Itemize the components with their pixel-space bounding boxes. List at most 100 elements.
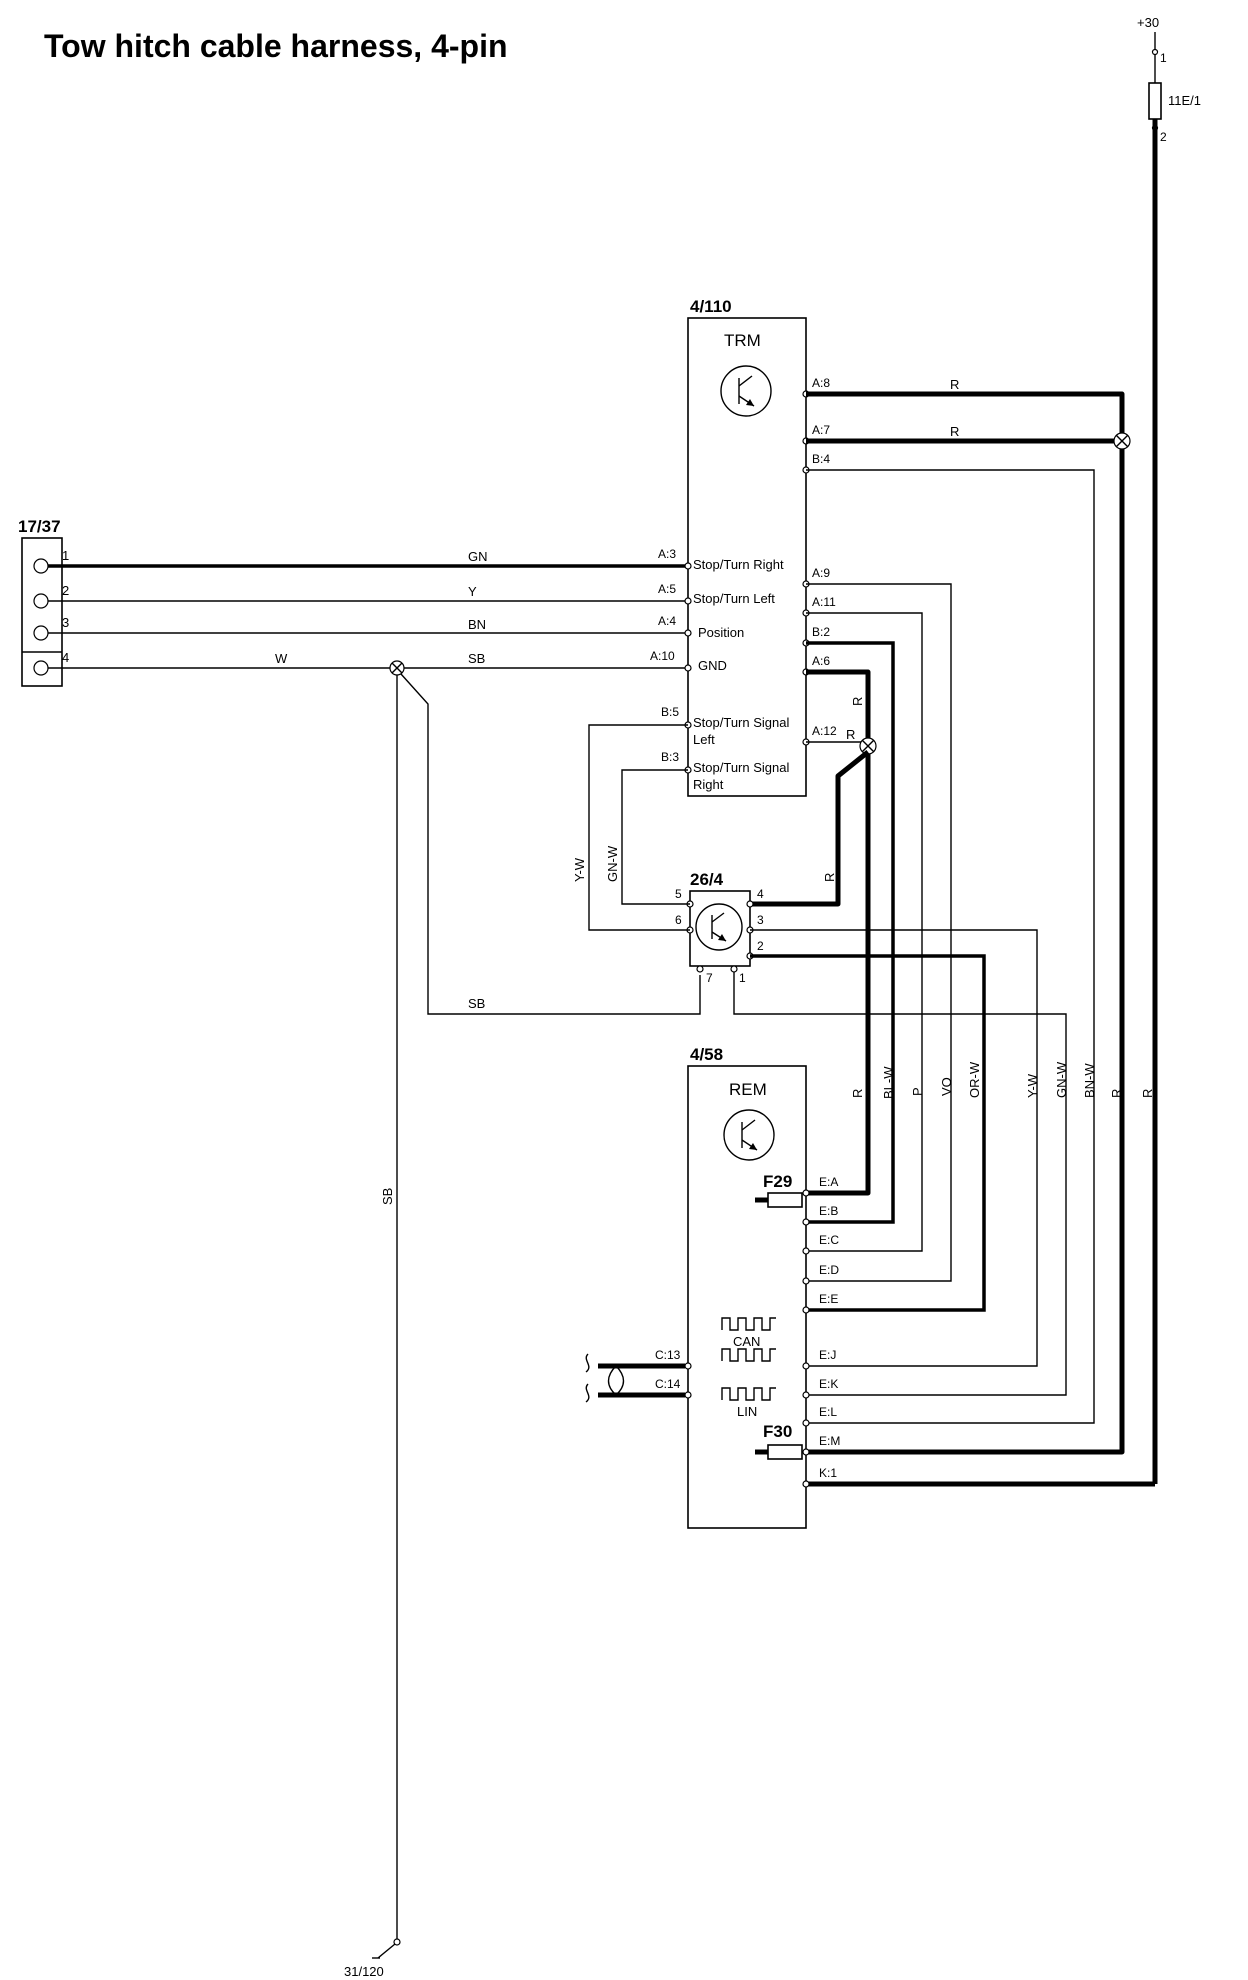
lin-label: LIN [737, 1404, 757, 1419]
relay-pin-1: 1 [739, 971, 746, 985]
wire-label-y: Y [468, 584, 477, 599]
fuse-f29 [767, 1192, 803, 1208]
wire-label-r-a6: R [850, 697, 865, 706]
connector-pin-3 [33, 625, 49, 641]
wire-label-r-relay: R [822, 873, 837, 882]
wire-label-bn: BN [468, 617, 486, 632]
wires-trm-right: R R BN-W VO P BL-W R R R R R R [750, 377, 1155, 1487]
trm-signal-gnd: GND [698, 658, 727, 673]
fuse-11e1 [1148, 82, 1162, 120]
trm-pin-b5: B:5 [661, 705, 679, 719]
relay-ref: 26/4 [690, 870, 724, 889]
wire-label-yw-left: Y-W [572, 857, 587, 882]
fuse-f30 [767, 1444, 803, 1460]
wire-label-r-a7: R [950, 424, 959, 439]
trm-pin-a11: A:11 [812, 595, 836, 609]
wire-label-bnw: BN-W [1082, 1063, 1097, 1098]
rem-pin-el: E:L [819, 1405, 837, 1419]
wire-label-gn: GN [468, 549, 488, 564]
ground-ref: 31/120 [344, 1964, 384, 1979]
ground-31-120: 31/120 [344, 1938, 401, 1979]
connector-17-37: 17/37 1 2 3 4 [18, 517, 69, 687]
trm-ref: 4/110 [690, 297, 732, 316]
rem-pin-ej: E:J [819, 1348, 836, 1362]
rem-name: REM [729, 1080, 767, 1099]
trm-signal-left-1: Stop/Turn Signal [693, 715, 789, 730]
can-twisted-pair [585, 1353, 685, 1403]
supply-label: +30 [1137, 15, 1159, 30]
connector-pin-1 [33, 558, 49, 574]
rem-pin-eb: E:B [819, 1204, 838, 1218]
wires-left: GN Y BN W SB SB SB [48, 549, 701, 1940]
trm-pin-a12: A:12 [812, 724, 837, 738]
transistor-icon [720, 365, 772, 417]
trm-pin-b2: B:2 [812, 625, 830, 639]
wire-label-r-trm: R [1109, 1089, 1124, 1098]
pin-num-4: 4 [62, 650, 69, 665]
rem-pin-ee: E:E [819, 1292, 838, 1306]
trm-pin-a9: A:9 [812, 566, 830, 580]
rem-pin-ek: E:K [819, 1377, 838, 1391]
wire-label-gnw-right: GN-W [1054, 1061, 1069, 1098]
trm-signal-left-2: Left [693, 732, 715, 747]
trm-module: 4/110 TRM A:3 A:5 A:4 A:10 B:5 B:3 Stop/… [650, 297, 837, 797]
rem-transistor-icon [723, 1109, 775, 1161]
trm-pin-a3: A:3 [658, 547, 676, 561]
trm-signal-stop-turn-right: Stop/Turn Right [693, 557, 784, 572]
relay-pin-6: 6 [675, 913, 682, 927]
pin-num-2: 2 [62, 583, 69, 598]
trm-pin-a4: A:4 [658, 614, 676, 628]
connector-pin-2 [33, 593, 49, 609]
rem-module: 4/58 REM F29 F30 CAN LIN [655, 1045, 840, 1529]
rem-pin-ed: E:D [819, 1263, 839, 1277]
relay-pin-5: 5 [675, 887, 682, 901]
trm-pin-a6: A:6 [812, 654, 830, 668]
relay-pin-4: 4 [757, 887, 764, 901]
pin-num-3: 3 [62, 615, 69, 630]
wire-label-r-supply: R [1140, 1089, 1155, 1098]
rem-pin-ea: E:A [819, 1175, 838, 1189]
trm-signal-position: Position [698, 625, 744, 640]
rem-ref: 4/58 [690, 1045, 723, 1064]
diagram-title: Tow hitch cable harness, 4-pin [44, 28, 508, 64]
rem-pin-c14: C:14 [655, 1377, 681, 1391]
trm-pin-b4: B:4 [812, 452, 830, 466]
wire-label-r-a8: R [950, 377, 959, 392]
can-label: CAN [733, 1334, 760, 1349]
wire-label-orw: OR-W [967, 1061, 982, 1098]
trm-name: TRM [724, 331, 761, 350]
wire-label-p: P [910, 1087, 925, 1096]
supply-30: +30 1 11E/1 2 [1137, 15, 1201, 1484]
trm-pin-a5: A:5 [658, 582, 676, 596]
fuse-f30-label: F30 [763, 1422, 792, 1441]
fuse-f29-label: F29 [763, 1172, 792, 1191]
wires-relay: Y-W GN-W Y-W OR-W GN-W [572, 724, 1069, 1396]
wire-label-r-rem: R [850, 1089, 865, 1098]
trm-pin-a10: A:10 [650, 649, 675, 663]
can-bus-icon [721, 1317, 776, 1362]
relay-pin-3: 3 [757, 913, 764, 927]
connector-pin-4 [33, 660, 49, 676]
fuse-pin-top: 1 [1160, 51, 1167, 65]
wire-label-sb-vertical: SB [380, 1188, 395, 1205]
wire-label-gnw-left: GN-W [605, 845, 620, 882]
fuse-pin-bottom: 2 [1160, 130, 1167, 144]
trm-pin-a8: A:8 [812, 376, 830, 390]
relay-26-4: 26/4 5 6 4 3 2 7 1 [675, 870, 764, 985]
relay-pin-2: 2 [757, 939, 764, 953]
pin-num-1: 1 [62, 548, 69, 563]
rem-pin-c13: C:13 [655, 1348, 681, 1362]
wire-label-sb-top: SB [468, 651, 485, 666]
lin-bus-icon [721, 1387, 776, 1401]
wire-label-r-a12: R [846, 727, 855, 742]
trm-pin-b3: B:3 [661, 750, 679, 764]
trm-pin-a7: A:7 [812, 423, 830, 437]
rem-pin-em: E:M [819, 1434, 840, 1448]
fuse-label: 11E/1 [1168, 93, 1201, 108]
trm-signal-right-2: Right [693, 777, 724, 792]
rem-pin-ec: E:C [819, 1233, 839, 1247]
trm-signal-right-1: Stop/Turn Signal [693, 760, 789, 775]
wire-label-vo: VO [939, 1077, 954, 1096]
connector-ref: 17/37 [18, 517, 61, 536]
